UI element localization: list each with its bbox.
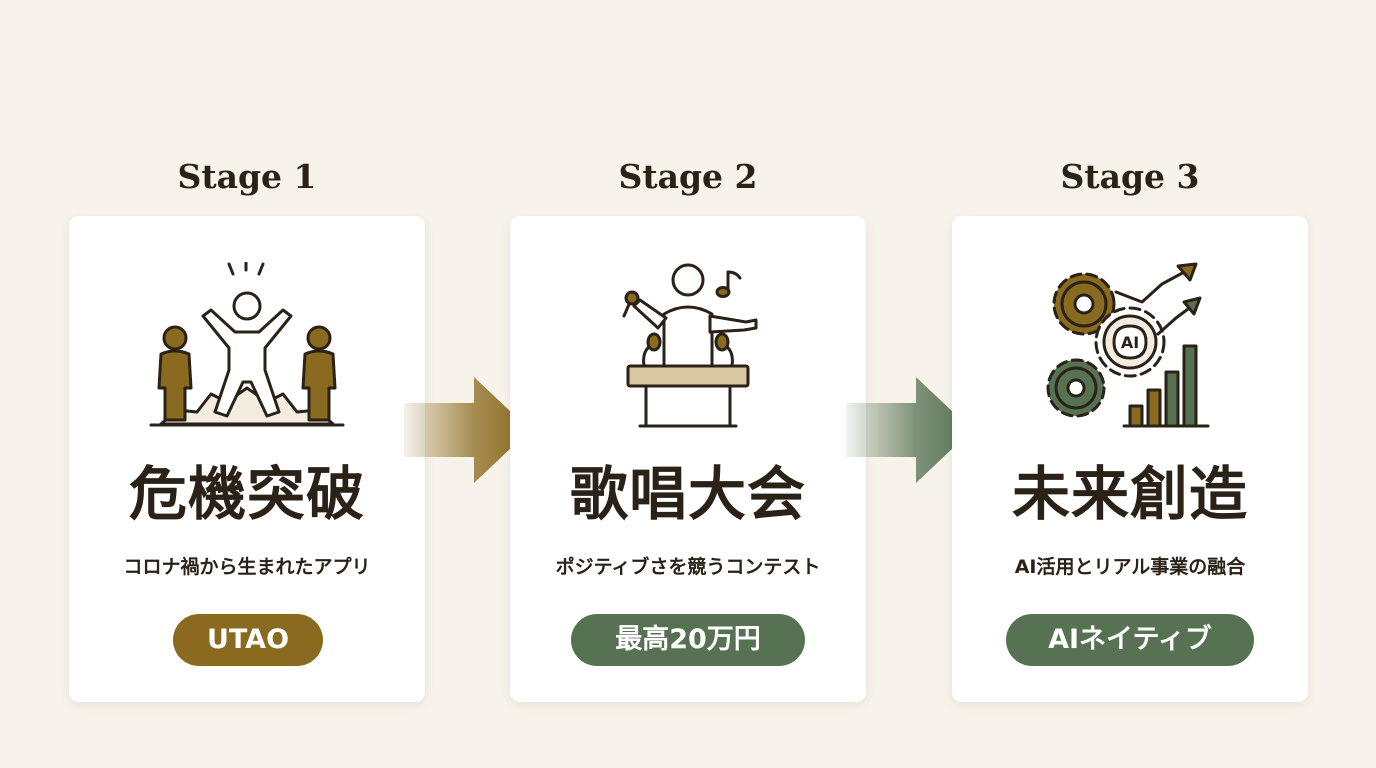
- stage-1-badge: UTAO: [173, 614, 323, 666]
- stage-2-card: 歌唱大会 ポジティブさを競うコンテスト 最高20万円: [510, 216, 866, 702]
- ai-gears-growth-icon: AI: [1046, 262, 1210, 428]
- stage-1-subtitle: コロナ禍から生まれたアプリ: [123, 556, 371, 578]
- stage-3-label: Stage 3: [1060, 157, 1200, 196]
- stage-3-card: AI 未来創造 AI活用とリアル事業の融合 AIネイティブ: [952, 216, 1308, 702]
- stage-2-subtitle: ポジティブさを競うコンテスト: [555, 556, 821, 578]
- stage-2-title: 歌唱大会: [569, 460, 806, 528]
- arrow-stage-2-to-3-icon: [846, 377, 972, 483]
- crowd-breakthrough-icon: [149, 262, 345, 427]
- stage-1-label: Stage 1: [177, 157, 317, 196]
- stage-3-badge: AIネイティブ: [1006, 614, 1254, 666]
- svg-text:AI: AI: [1121, 333, 1139, 352]
- stage-2-badge: 最高20万円: [571, 614, 805, 666]
- stage-3-title: 未来創造: [1011, 460, 1248, 528]
- stage-1-card: 危機突破 コロナ禍から生まれたアプリ UTAO: [69, 216, 425, 702]
- stage-2-label: Stage 2: [618, 157, 758, 196]
- arrow-stage-1-to-2-icon: [404, 377, 530, 483]
- stage-1-title: 危機突破: [128, 460, 365, 528]
- singer-podium-icon: [622, 263, 758, 428]
- stage-3-subtitle: AI活用とリアル事業の融合: [1014, 556, 1246, 578]
